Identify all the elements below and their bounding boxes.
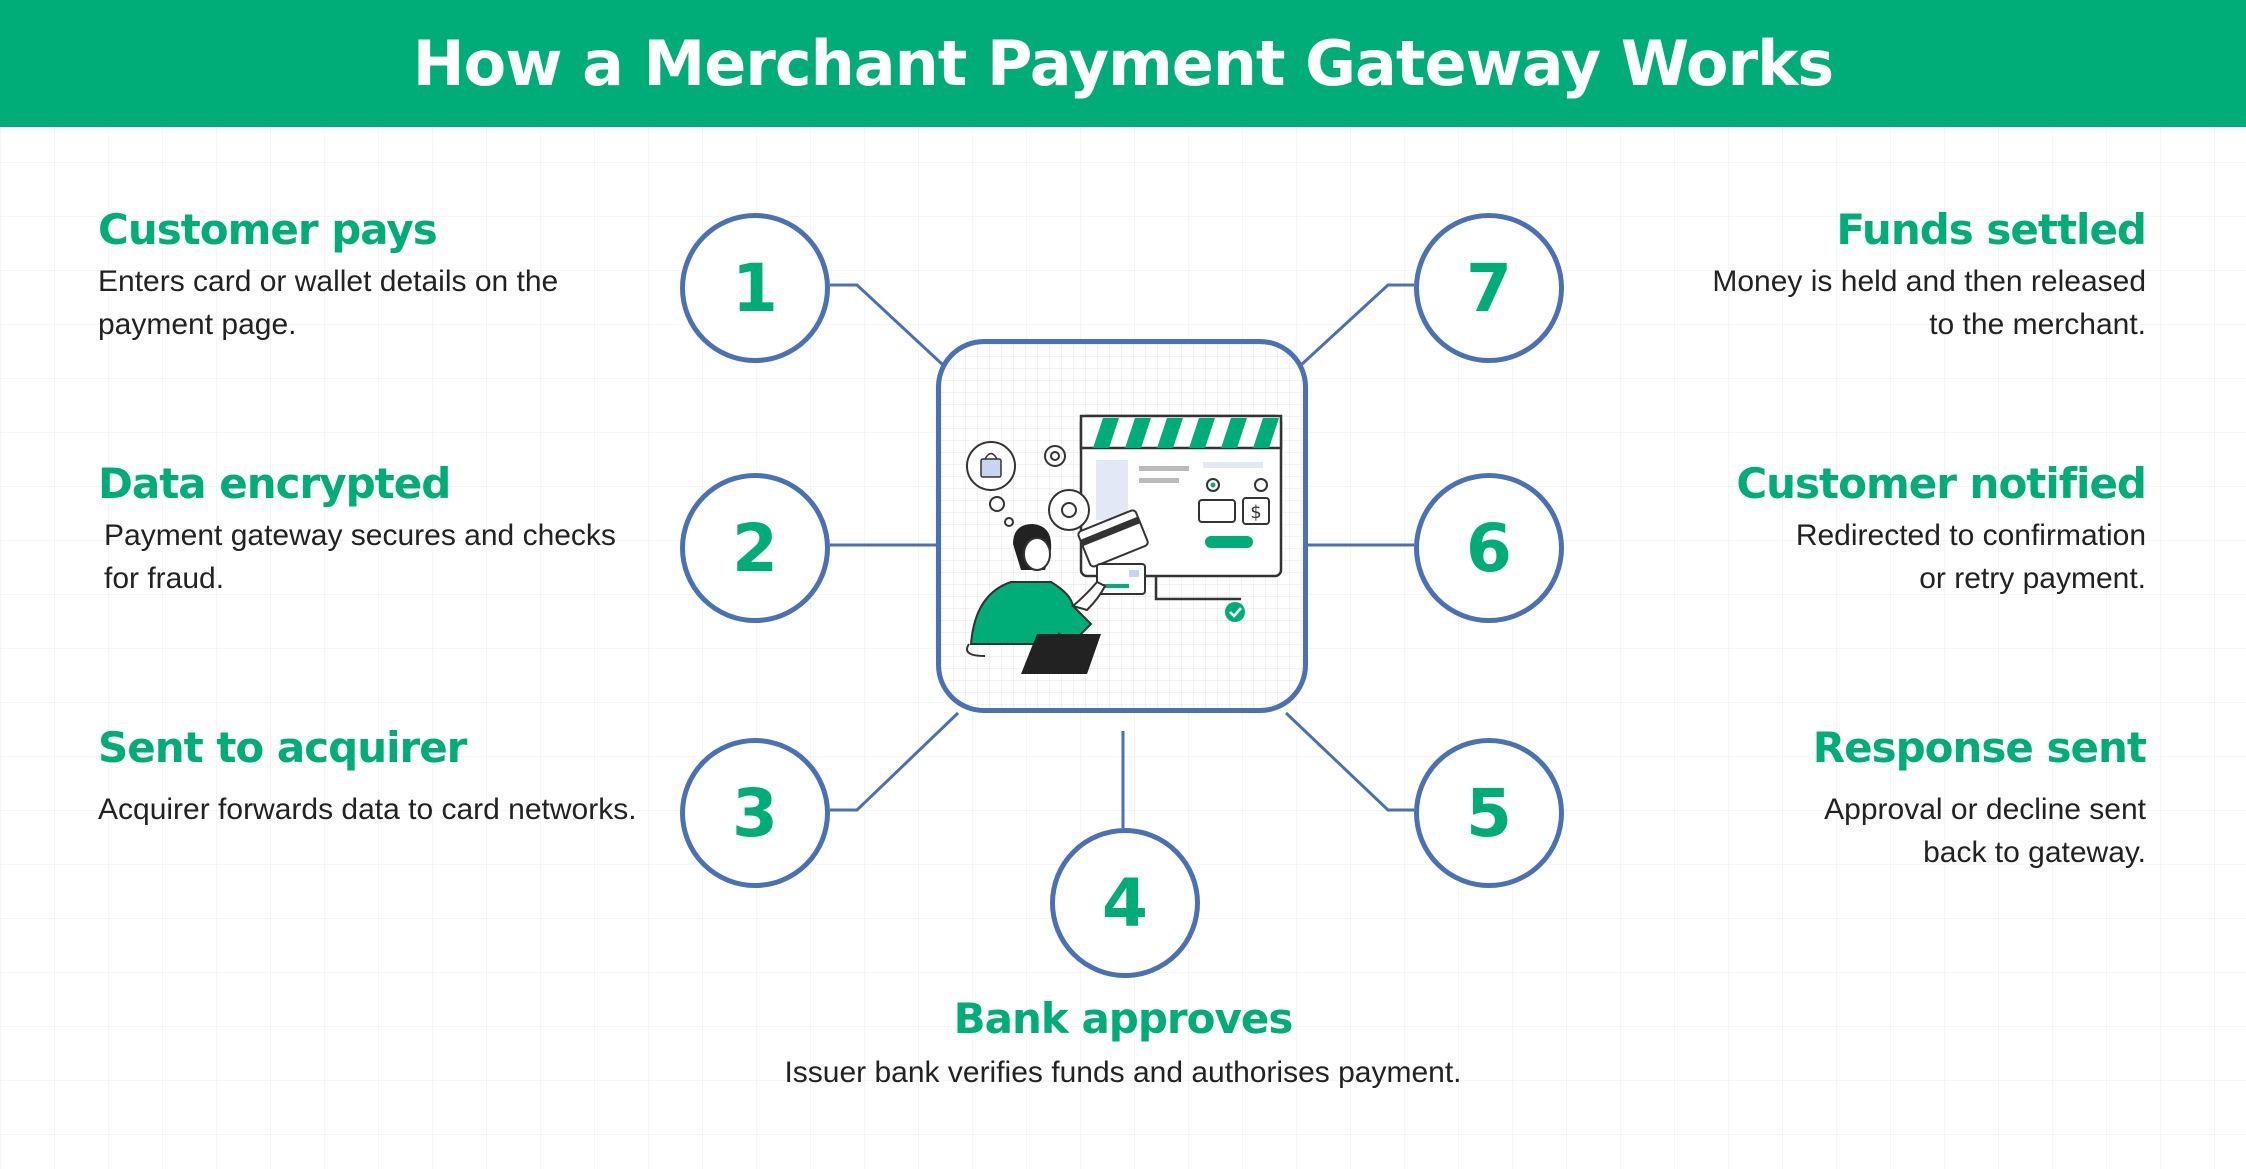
step-6-desc-line-2: or retry payment. (1919, 562, 2146, 596)
page-title: How a Merchant Payment Gateway Works (412, 27, 1834, 100)
step-3-description: Acquirer forwards data to card networks. (98, 788, 678, 831)
dollar-icon (1242, 497, 1270, 525)
step-1-desc-line-2: payment page. (98, 308, 297, 342)
step-7-title: Funds settled (1836, 205, 2147, 254)
step-6-circle: 6 (1414, 473, 1564, 623)
svg-text:$: $ (1250, 502, 1261, 523)
step-5-text: Response sent Approval or decline sent b… (1566, 723, 2147, 874)
step-6-text: Customer notified Redirected to confirma… (1566, 459, 2147, 600)
step-4-circle: 4 (1050, 828, 1200, 978)
check-icon (1225, 602, 1245, 622)
credit-card-icon (1077, 509, 1149, 568)
step-5-description: Approval or decline sent back to gateway… (1566, 788, 2146, 874)
step-6-desc-line-1: Redirected to confirmation (1795, 519, 2146, 553)
step-2-desc-line-2: for fraud. (104, 562, 225, 596)
step-6-number: 6 (1466, 509, 1512, 587)
step-4-title: Bank approves (953, 994, 1294, 1043)
step-3-text: Sent to acquirer Acquirer forwards data … (98, 723, 678, 831)
step-3-title: Sent to acquirer (98, 723, 467, 772)
step-2-circle: 2 (680, 473, 830, 623)
online-shopping-payment-illustration: $ (966, 414, 1283, 674)
step-4-desc-line-1: Issuer bank verifies funds and authorise… (784, 1056, 1462, 1090)
step-7-desc-line-2: to the merchant. (1929, 308, 2146, 342)
header-banner: How a Merchant Payment Gateway Works (0, 0, 2246, 127)
shopping-bag-thought-icon (966, 441, 1016, 527)
step-2-desc-line-1: Payment gateway secures and checks (104, 519, 616, 553)
step-5-desc-line-2: back to gateway. (1923, 836, 2146, 870)
connector-1 (830, 283, 945, 367)
step-6-title: Customer notified (1736, 459, 2147, 508)
step-1-title: Customer pays (98, 205, 438, 254)
step-6-description: Redirected to confirmation or retry paym… (1566, 514, 2146, 600)
gear-icon (1048, 489, 1090, 531)
step-2-text: Data encrypted Payment gateway secures a… (98, 459, 658, 600)
step-7-number: 7 (1466, 249, 1512, 327)
step-5-number: 5 (1466, 774, 1512, 852)
person-icon (966, 524, 1093, 657)
step-1-number: 1 (732, 249, 778, 327)
step-2-number: 2 (732, 509, 778, 587)
step-1-desc-line-1: Enters card or wallet details on the (98, 265, 559, 299)
step-4-description: Issuer bank verifies funds and authorise… (700, 1051, 1546, 1094)
step-3-desc-line-1: Acquirer forwards data to card networks. (98, 793, 637, 827)
step-7-text: Funds settled Money is held and then rel… (1566, 205, 2147, 346)
step-5-desc-line-1: Approval or decline sent (1824, 793, 2146, 827)
step-1-text: Customer pays Enters card or wallet deta… (98, 205, 658, 346)
step-1-circle: 1 (680, 213, 830, 363)
step-3-number: 3 (732, 774, 778, 852)
pay-button-graphic (1205, 536, 1253, 548)
step-4-text: Bank approves Issuer bank verifies funds… (700, 994, 1546, 1094)
laptop-icon (1021, 634, 1101, 674)
center-illustration-box: $ (936, 339, 1308, 713)
connector-3 (830, 711, 960, 812)
awning-icon (1079, 414, 1283, 450)
step-7-circle: 7 (1414, 213, 1564, 363)
step-3-circle: 3 (680, 738, 830, 888)
wallet-icon (1198, 499, 1236, 523)
step-7-desc-line-1: Money is held and then released (1712, 265, 2146, 299)
connector-7 (1299, 283, 1414, 367)
step-1-description: Enters card or wallet details on the pay… (98, 260, 658, 346)
step-2-title: Data encrypted (98, 459, 451, 508)
credit-card-icon (1096, 563, 1146, 595)
step-2-description: Payment gateway secures and checks for f… (104, 514, 658, 600)
step-4-number: 4 (1102, 864, 1148, 942)
step-7-description: Money is held and then released to the m… (1566, 260, 2146, 346)
connector-5 (1284, 711, 1414, 812)
step-5-title: Response sent (1812, 723, 2147, 772)
gear-icon (1044, 445, 1066, 467)
step-5-circle: 5 (1414, 738, 1564, 888)
